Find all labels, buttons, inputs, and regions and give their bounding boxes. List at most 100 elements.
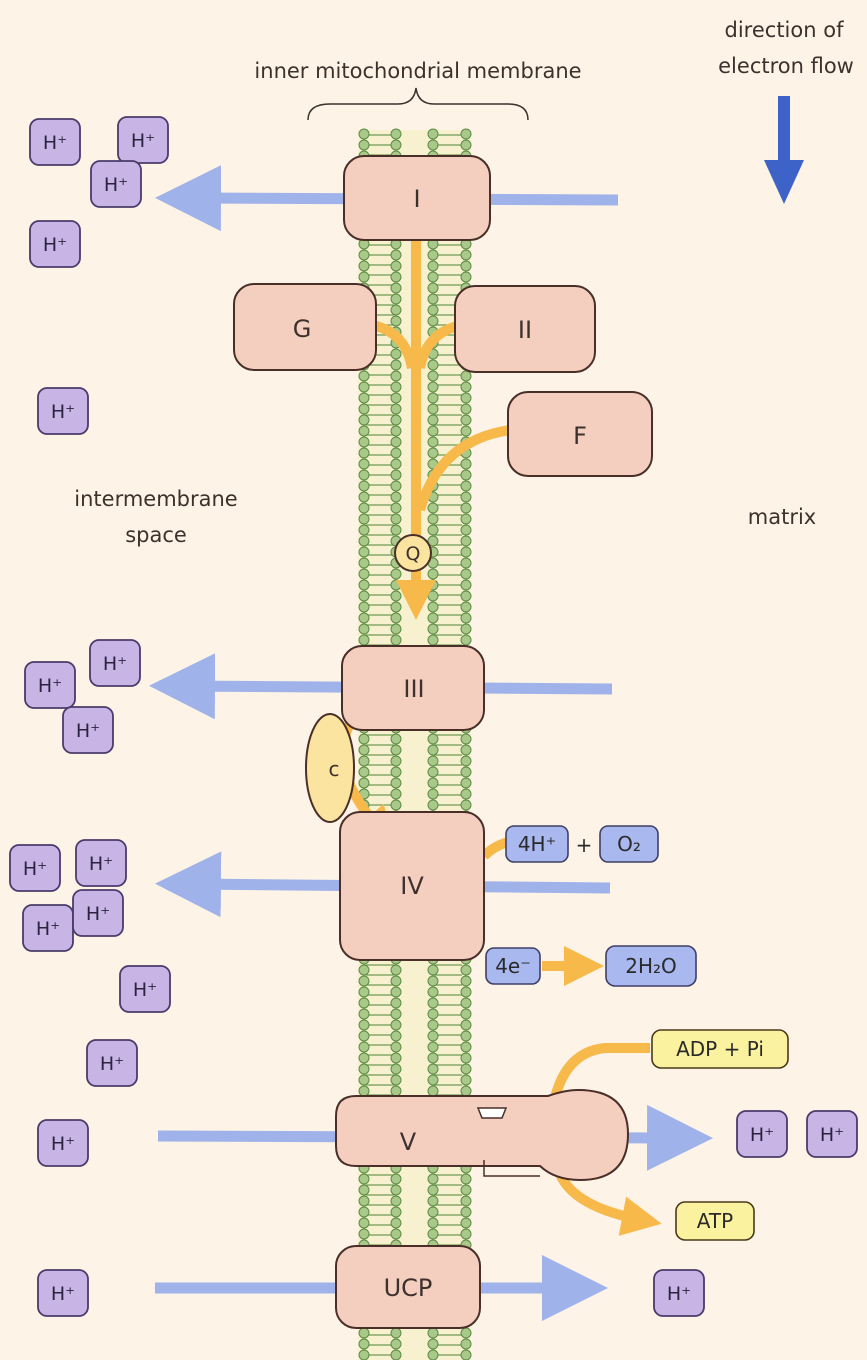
lipid-head [391,965,401,975]
proton-badge: H⁺ [23,905,73,951]
proton-label: H⁺ [131,130,155,152]
complex-II-label: II [518,316,532,344]
lipid-head [428,1218,438,1228]
lipid-head [461,1350,471,1360]
lipid-head [461,426,471,436]
lipid-head [391,1350,401,1360]
atp-box: ATP [676,1202,754,1240]
lipid-head [359,1229,369,1239]
lipid-head [391,1031,401,1041]
lipid-head [461,1031,471,1041]
lipid-head [461,393,471,403]
lipid-head [359,998,369,1008]
lipid-head [428,1075,438,1085]
lipid-head [359,756,369,766]
lipid-head [359,547,369,557]
lipid-head [428,789,438,799]
proton-badge: H⁺ [91,161,141,207]
lipid-head [359,492,369,502]
lipid-head [461,789,471,799]
lipid-head [461,1229,471,1239]
lipid-head [428,371,438,381]
lipid-head [359,1064,369,1074]
four-electrons-box: 4e⁻ [486,948,540,984]
lipid-head [359,1196,369,1206]
complex-I-label: I [413,185,420,213]
lipid-head [359,1053,369,1063]
proton-badge: H⁺ [76,840,126,886]
proton-badge: H⁺ [87,1040,137,1086]
lipid-head [428,745,438,755]
lipid-head [359,261,369,271]
lipid-head [461,404,471,414]
lipid-head [391,525,401,535]
lipid-head [359,767,369,777]
lipid-head [428,294,438,304]
lipid-head [391,756,401,766]
lipid-head [461,987,471,997]
lipid-head [461,481,471,491]
lipid-head [461,800,471,810]
four-protons-label: 4H⁺ [518,832,556,856]
lipid-head [428,283,438,293]
lipid-head [359,558,369,568]
lipid-head [428,800,438,810]
lipid-head [391,437,401,447]
lipid-head [428,613,438,623]
lipid-head [428,382,438,392]
proton-badge: H⁺ [30,119,80,165]
lipid-head [461,503,471,513]
lipid-head [461,1064,471,1074]
lipid-head [391,459,401,469]
lipid-head [391,492,401,502]
lipid-head [391,514,401,524]
lipid-head [359,140,369,150]
lipid-head [359,1207,369,1217]
plus-sign: + [576,833,593,857]
lipid-head [391,393,401,403]
lipid-head [428,1086,438,1096]
lipid-head [461,272,471,282]
lipid-head [461,602,471,612]
lipid-head [359,481,369,491]
lipid-head [359,1339,369,1349]
lipid-head [428,635,438,645]
lipid-head [428,1185,438,1195]
four-electrons-label: 4e⁻ [495,954,531,978]
proton-label: H⁺ [103,653,127,675]
lipid-head [391,635,401,645]
proton-badge: H⁺ [90,640,140,686]
lipid-head [391,360,401,370]
lipid-head [359,437,369,447]
lipid-head [359,525,369,535]
proton-label: H⁺ [133,979,157,1001]
lipid-head [461,459,471,469]
proton-badge: H⁺ [30,221,80,267]
lipid-head [428,437,438,447]
lipid-head [391,305,401,315]
lipid-head [391,1218,401,1228]
lipid-head [461,624,471,634]
lipid-head [391,349,401,359]
lipid-head [461,514,471,524]
lipid-head [391,624,401,634]
lipid-head [359,976,369,986]
lipid-head [391,294,401,304]
lipid-head [461,261,471,271]
water-label: 2H₂O [625,954,677,978]
lipid-head [391,1075,401,1085]
lipid-head [461,492,471,502]
lipid-head [428,1020,438,1030]
lipid-head [391,602,401,612]
lipid-head [428,305,438,315]
lipid-head [391,415,401,425]
lipid-head [391,734,401,744]
lipid-head [428,734,438,744]
lipid-head [428,503,438,513]
proton-label: H⁺ [750,1124,774,1146]
complex-V-label: V [400,1128,417,1156]
lipid-head [391,382,401,392]
lipid-head [428,1031,438,1041]
lipid-head [391,1328,401,1338]
complex-F-label: F [573,422,587,450]
